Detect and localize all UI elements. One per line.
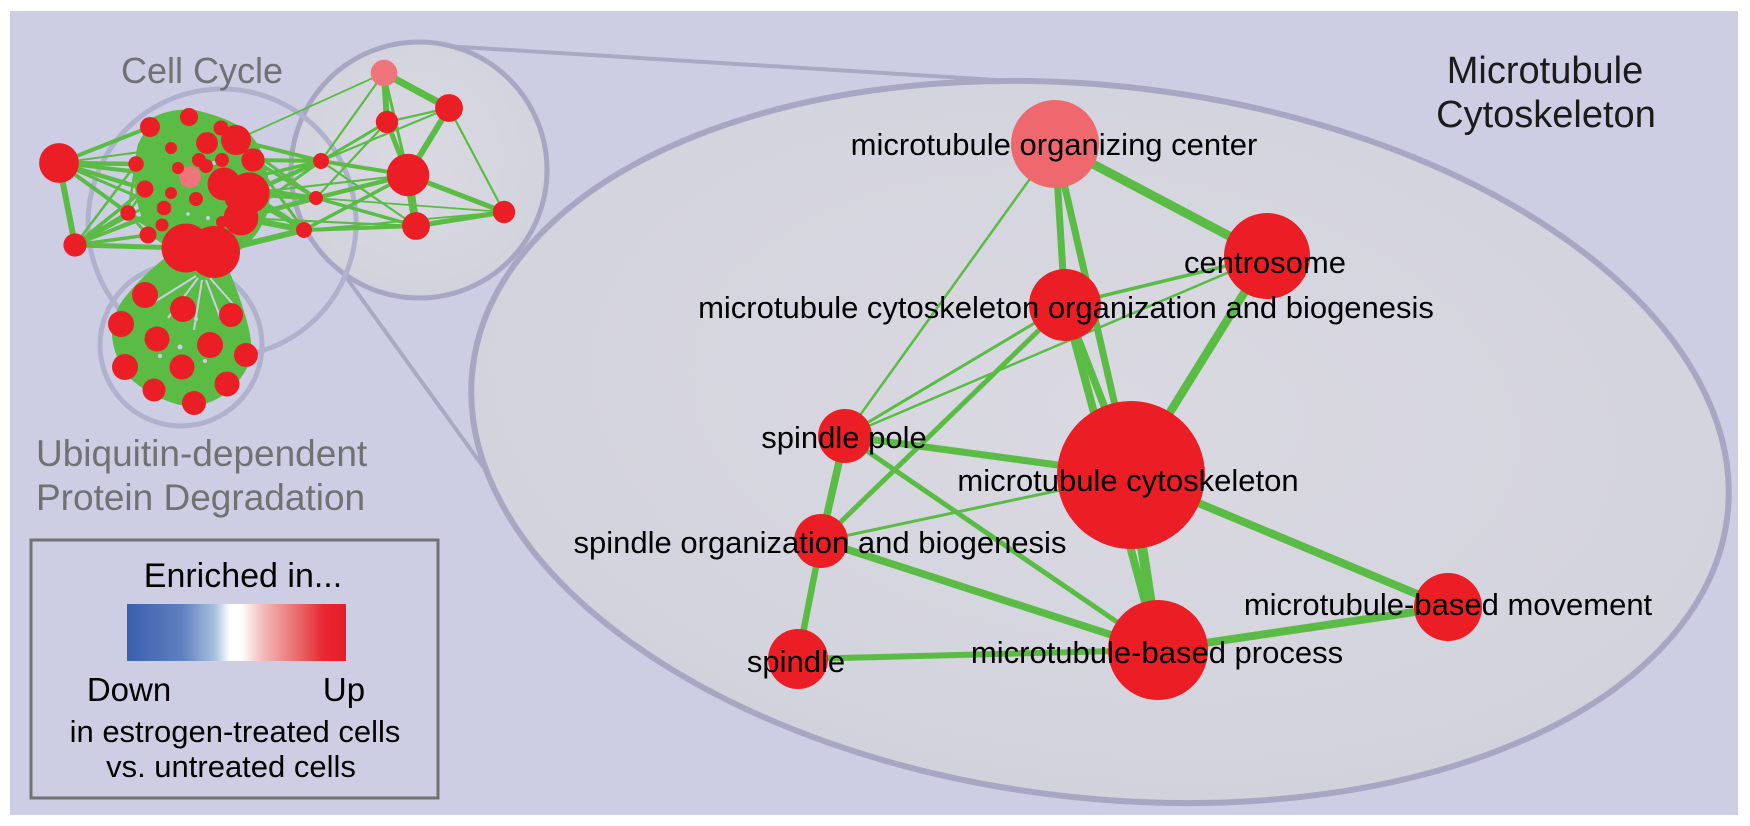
svg-text:microtubule organizing center: microtubule organizing center xyxy=(851,127,1258,162)
svg-text:Microtubule: Microtubule xyxy=(1447,50,1643,92)
svg-text:Up: Up xyxy=(323,671,365,708)
svg-text:microtubule-based process: microtubule-based process xyxy=(971,635,1343,670)
svg-text:microtubule cytoskeleton: microtubule cytoskeleton xyxy=(957,463,1298,498)
svg-text:microtubule cytoskeleton organ: microtubule cytoskeleton organization an… xyxy=(698,290,1434,325)
svg-text:spindle pole: spindle pole xyxy=(761,420,926,455)
svg-text:in estrogen-treated cells: in estrogen-treated cells xyxy=(70,714,401,749)
svg-text:Protein Degradation: Protein Degradation xyxy=(36,477,365,518)
svg-text:microtubule-based movement: microtubule-based movement xyxy=(1244,587,1653,622)
svg-text:vs. untreated cells: vs. untreated cells xyxy=(106,749,356,784)
svg-text:Cell Cycle: Cell Cycle xyxy=(121,50,283,91)
svg-text:Down: Down xyxy=(87,671,171,708)
svg-text:Cytoskeleton: Cytoskeleton xyxy=(1436,94,1656,136)
svg-text:Enriched in...: Enriched in... xyxy=(144,557,342,595)
svg-text:spindle organization and bioge: spindle organization and biogenesis xyxy=(574,525,1067,560)
svg-text:Ubiquitin-dependent: Ubiquitin-dependent xyxy=(36,433,368,474)
svg-text:spindle: spindle xyxy=(747,644,845,679)
svg-text:centrosome: centrosome xyxy=(1184,245,1346,280)
